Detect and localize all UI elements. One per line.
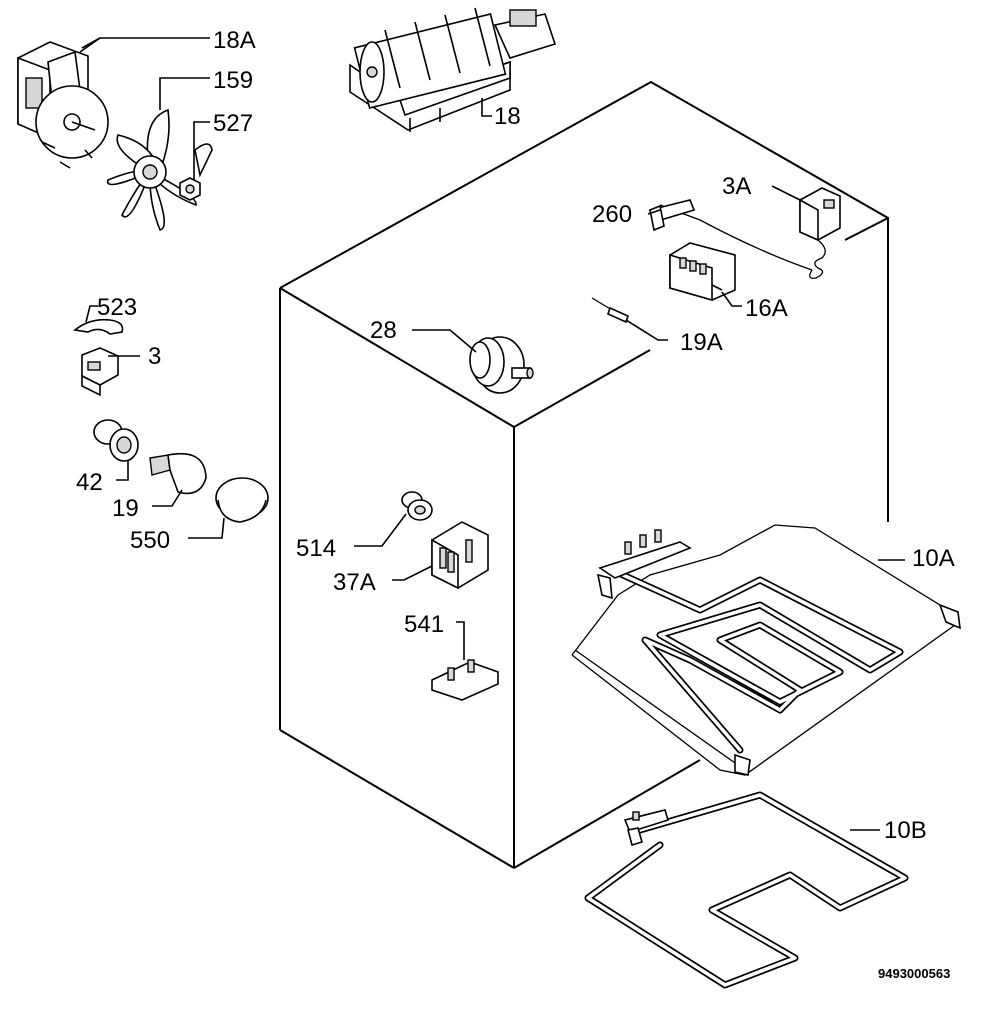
document-number: 9493000563 bbox=[878, 966, 950, 981]
callout-18a: 18A bbox=[213, 27, 256, 54]
callout-28: 28 bbox=[370, 317, 397, 344]
callout-19a: 19A bbox=[680, 329, 723, 356]
fan-motor-part bbox=[17, 37, 109, 169]
retaining-clip-part bbox=[73, 318, 124, 335]
callout-18: 18 bbox=[494, 103, 521, 130]
bracket-part bbox=[431, 659, 499, 701]
grommet-part bbox=[401, 491, 433, 521]
callout-19: 19 bbox=[112, 495, 139, 522]
callout-550: 550 bbox=[130, 527, 170, 554]
callout-10a: 10A bbox=[912, 545, 955, 572]
grill-element-part bbox=[571, 524, 961, 776]
callout-10b: 10B bbox=[884, 817, 927, 844]
lamp-cover-part bbox=[215, 477, 269, 523]
callout-16a: 16A bbox=[745, 295, 788, 322]
indicator-lamp-part bbox=[591, 297, 629, 324]
callout-527: 527 bbox=[213, 110, 253, 137]
callout-523: 523 bbox=[97, 294, 137, 321]
callout-37a: 37A bbox=[333, 569, 376, 596]
callout-159: 159 bbox=[213, 67, 253, 94]
fan-blade-part bbox=[106, 108, 213, 231]
oven-cabinet bbox=[279, 80, 889, 869]
callout-3a: 3A bbox=[722, 173, 751, 200]
terminal-block-part bbox=[431, 521, 489, 590]
bottom-element-part bbox=[584, 791, 909, 989]
callout-42: 42 bbox=[76, 469, 103, 496]
lamp-socket-part bbox=[93, 419, 139, 462]
leader-lines bbox=[79, 37, 905, 831]
callout-541: 541 bbox=[404, 611, 444, 638]
callout-260: 260 bbox=[592, 201, 632, 228]
callout-labels: 18A 159 527 18 3A 260 16A 19A 28 523 3 4… bbox=[76, 27, 955, 844]
rotary-control-part bbox=[469, 336, 534, 394]
selector-switch-part bbox=[669, 242, 736, 302]
thermostat-part bbox=[659, 187, 841, 279]
nut-part bbox=[179, 177, 201, 201]
tangential-fan-part bbox=[349, 7, 557, 132]
callout-3: 3 bbox=[148, 343, 161, 370]
lamp-holder-part bbox=[81, 347, 119, 397]
callout-514: 514 bbox=[296, 535, 336, 562]
bulb-part bbox=[149, 453, 207, 495]
